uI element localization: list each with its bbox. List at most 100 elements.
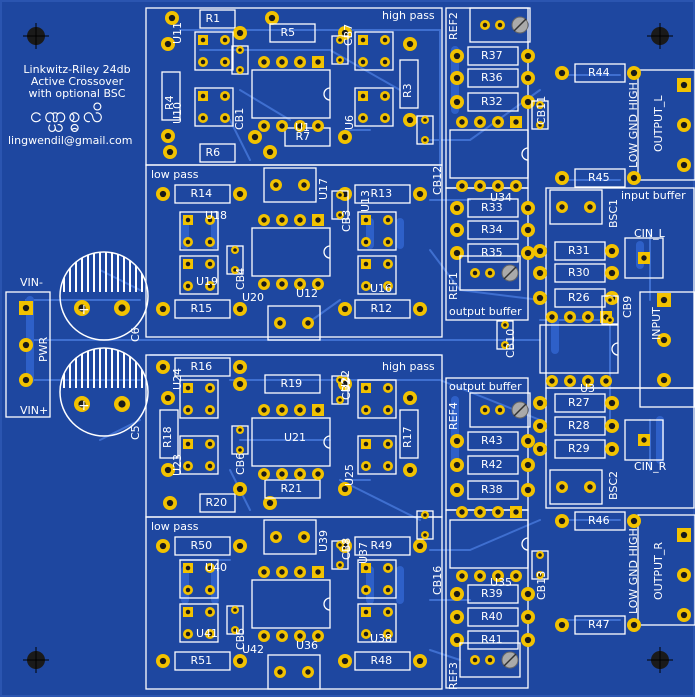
resistor-pad-r39-hole (453, 590, 461, 598)
u38-pin-hole (385, 609, 391, 615)
ref-cb16: CB16 (431, 565, 444, 595)
u34-pin-hole (513, 183, 519, 189)
ref-r18: R18 (161, 426, 174, 448)
ref-cb3: CB3 (340, 209, 353, 232)
resistor-r18 (159, 409, 179, 459)
resistor-r15 (174, 299, 231, 319)
u19-pin-hole (207, 261, 213, 267)
vin-plus-label: VIN+ (20, 404, 49, 417)
resistor-pad-r46-hole (630, 517, 638, 525)
u10-pin-hole (200, 115, 206, 121)
u12-notch (323, 245, 331, 259)
title-line-2: Active Crossover (30, 75, 124, 88)
u10-pin-hole (222, 93, 228, 99)
u24-pin-hole (185, 385, 191, 391)
u6-outline (354, 87, 394, 127)
resistor-pad-r42-hole (524, 461, 532, 469)
u35-pin-hole (477, 509, 483, 515)
resistor-pad-r44-hole (630, 69, 638, 77)
ref-u12: U12 (296, 287, 319, 300)
resistor-pad-r18-hole (164, 466, 172, 474)
box-cin-l (624, 237, 664, 279)
ref-u20: U20 (242, 291, 265, 304)
bypass-pad-hole (338, 543, 342, 547)
resistor-r19 (264, 374, 321, 394)
ref-r32: R32 (481, 95, 503, 108)
u38-pin-hole (363, 631, 369, 637)
u40-pin-hole (207, 587, 213, 593)
u21-pin-hole (261, 407, 267, 413)
ref-ref4: REF4 (447, 402, 460, 430)
u22-outline (357, 379, 397, 419)
trace-18 (429, 249, 461, 291)
resistor-pad-r43-hole (524, 437, 532, 445)
resistor-pad-r51-hole (236, 657, 244, 665)
resistor-r33 (467, 198, 519, 218)
ref-cb11: CB11 (535, 95, 548, 125)
u23-outline (179, 435, 219, 475)
resistor-pad-r40-hole (453, 613, 461, 621)
out-r-pad-1-hole (680, 571, 688, 579)
u3-outline (539, 324, 619, 374)
resistor-r47 (574, 615, 626, 635)
c6-pad-1-hole (78, 304, 86, 312)
u17-pin-hole (273, 182, 279, 188)
trimpot-slot (513, 403, 527, 417)
resistor-r12 (354, 299, 411, 319)
bypass-pad-hole (423, 118, 427, 122)
u36-pin-hole (261, 569, 267, 575)
ref-u1: U1 (295, 121, 311, 134)
resistor-pad-r27-hole (536, 399, 544, 407)
out-l-pad-2-hole (680, 161, 688, 169)
ref-c6: C6 (129, 327, 142, 342)
u3-pin-hole (567, 314, 573, 320)
trace-28 (339, 479, 421, 521)
resistor-pad-r44-hole (558, 69, 566, 77)
u19-pin-hole (185, 283, 191, 289)
u22-pin-hole (385, 407, 391, 413)
u24-outline (179, 379, 219, 419)
resistor-r51 (174, 651, 231, 671)
u40-pin-hole (185, 565, 191, 571)
u13-pin-hole (385, 217, 391, 223)
ref-ref1: REF1 (447, 272, 460, 300)
ref-r34: R34 (481, 223, 503, 236)
u18-outline (179, 211, 219, 251)
resistor-pad-r27-hole (608, 399, 616, 407)
u42-pin-hole (305, 669, 311, 675)
pwr-pad-0-hole (22, 304, 30, 312)
c5-pad-2-hole (118, 400, 126, 408)
u20-pin-hole (277, 320, 283, 326)
ref-u39: U39 (317, 529, 330, 552)
trace-27 (429, 649, 461, 661)
u36-outline (251, 579, 331, 629)
output-l-label: OUTPUT_L (652, 95, 665, 152)
u23-pin-hole (207, 463, 213, 469)
u19-outline (179, 255, 219, 295)
u37-pin-hole (363, 565, 369, 571)
u7-pin-hole (382, 59, 388, 65)
resistor-pad-r32-hole (453, 98, 461, 106)
trimpot-pad-hole (472, 270, 478, 276)
resistor-pad-r37-hole (524, 52, 532, 60)
resistor-pad-r35-hole (453, 249, 461, 257)
resistor-r6 (199, 143, 236, 163)
resistor-pad-r12-hole (416, 305, 424, 313)
trimpot-pad-hole (472, 657, 478, 663)
u7-pin-hole (360, 37, 366, 43)
u34-notch (521, 147, 529, 161)
resistor-pad-r48-hole (416, 657, 424, 665)
u3-pin-hole (585, 314, 591, 320)
bypass-pad-hole (238, 448, 242, 452)
resistor-pad-r30-hole (608, 269, 616, 277)
resistor-r1 (199, 9, 236, 29)
resistor-pad-r17-hole (406, 394, 414, 402)
ref-r26: R26 (568, 291, 590, 304)
u13-pin-hole (363, 239, 369, 245)
resistor-pad-r14-hole (159, 190, 167, 198)
resistor-pad-r6-hole (166, 148, 174, 156)
u21-outline (251, 417, 331, 467)
section-low-pass-bottom: low pass (151, 520, 199, 533)
ref-r14: R14 (190, 187, 213, 200)
resistor-pad-r16-hole (159, 363, 167, 371)
